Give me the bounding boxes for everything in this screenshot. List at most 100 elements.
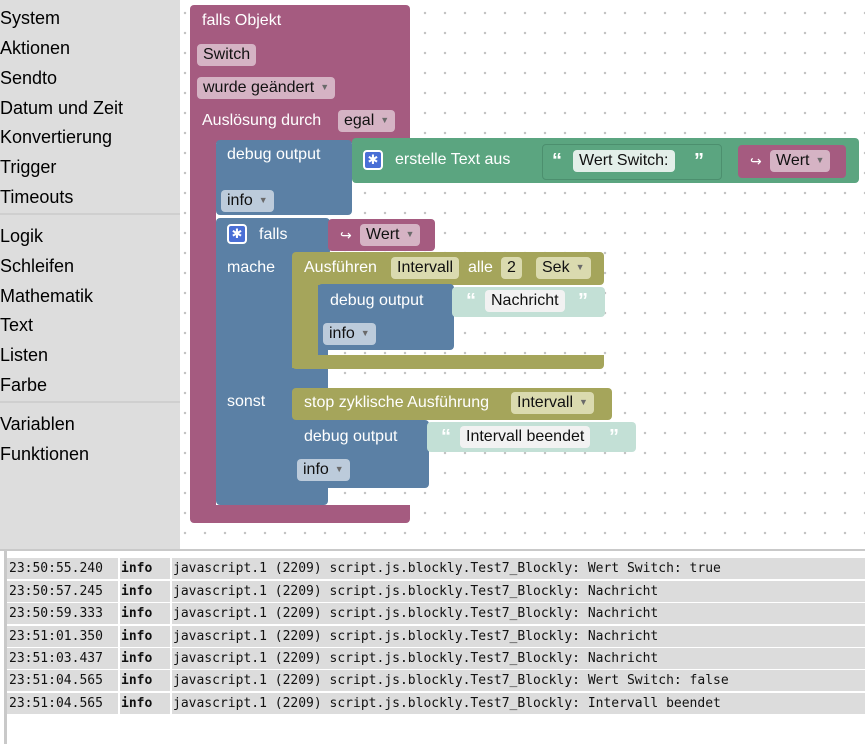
log-row: 23:50:57.245 info javascript.1 (2209) sc… (7, 581, 865, 602)
return-arrow-icon: ↪ (340, 227, 352, 243)
open-quote-icon: “ (466, 290, 476, 312)
condition-value: wurde geändert (203, 79, 315, 96)
log-level: info (121, 561, 153, 576)
chevron-down-icon: ▼ (575, 262, 585, 272)
trigger-by-value: egal (344, 112, 375, 129)
stop-interval-dropdown[interactable]: Intervall ▼ (511, 392, 594, 414)
toolbox-category-trigger[interactable]: Trigger (0, 157, 57, 177)
condition-dropdown[interactable]: wurde geändert ▼ (197, 77, 336, 99)
interval-unit-dropdown[interactable]: Sek ▼ (536, 257, 591, 279)
toolbox-category-text[interactable]: Text (0, 315, 34, 335)
log-message: javascript.1 (2209) script.js.blockly.Te… (173, 696, 721, 711)
debug-output-label-2: debug output (330, 292, 424, 309)
blockly-workspace[interactable]: falls Objekt Switch wurde geändert ▼ Ausl… (180, 0, 865, 549)
log-row: 23:51:04.565 info javascript.1 (2209) sc… (7, 693, 865, 714)
text-literal-field-3[interactable]: Intervall beendet (460, 426, 591, 448)
interval-block-footer (292, 355, 604, 369)
close-quote-icon: ” (694, 150, 704, 172)
toolbox-category-logic[interactable]: Logik (0, 226, 44, 246)
chevron-down-icon: ▼ (380, 115, 390, 125)
interval-name-field[interactable]: Intervall (391, 257, 460, 279)
interval-unit-value: Sek (542, 259, 570, 276)
stop-interval-value: Intervall (517, 394, 574, 411)
trigger-block-footer (190, 505, 410, 523)
toolbox-category-sendto[interactable]: Sendto (0, 68, 58, 88)
log-message: javascript.1 (2209) script.js.blockly.Te… (173, 561, 721, 576)
debug-level-dropdown-2[interactable]: info ▼ (323, 323, 376, 345)
log-row: 23:50:59.333 info javascript.1 (2209) sc… (7, 603, 865, 624)
close-quote-icon: ” (578, 290, 588, 312)
log-row: 23:50:55.240 info javascript.1 (2209) sc… (7, 558, 865, 579)
interval-label: Ausführen (304, 259, 377, 276)
gear-icon[interactable]: ✱ (363, 150, 383, 170)
toolbox-category-color[interactable]: Farbe (0, 375, 48, 395)
log-message: javascript.1 (2209) script.js.blockly.Te… (173, 673, 729, 688)
log-level: info (121, 651, 153, 666)
log-time: 23:50:59.333 (9, 606, 103, 621)
log-level: info (121, 696, 153, 711)
chevron-down-icon: ▼ (334, 464, 344, 474)
condition-value-dropdown[interactable]: Wert▼ (360, 224, 421, 246)
debug-output-label-1: debug output (227, 146, 321, 163)
log-message: javascript.1 (2209) script.js.blockly.Te… (173, 651, 659, 666)
toolbox-category-loops[interactable]: Schleifen (0, 256, 75, 276)
log-row: 23:51:03.437 info javascript.1 (2209) sc… (7, 648, 865, 669)
value-name-1: Wert (776, 152, 810, 169)
if-label: falls (259, 226, 288, 243)
debug-level-dropdown-1[interactable]: info ▼ (221, 190, 274, 212)
toolbox-category-system[interactable]: System (0, 8, 61, 28)
log-level: info (121, 629, 153, 644)
debug-level-dropdown-3[interactable]: info ▼ (297, 459, 350, 481)
toolbox-category-convert[interactable]: Konvertierung (0, 127, 113, 147)
toolbox-separator (0, 213, 180, 215)
chevron-down-icon: ▼ (815, 155, 825, 165)
toolbox-separator (0, 401, 180, 403)
trigger-by-label: Auslösung durch (202, 112, 322, 129)
toolbox-category-datetime[interactable]: Datum und Zeit (0, 98, 124, 118)
debug-level-value-3: info (303, 461, 329, 478)
log-time: 23:51:03.437 (9, 651, 103, 666)
interval-number-field[interactable]: 2 (501, 257, 522, 279)
text-literal-field-2[interactable]: Nachricht (485, 290, 565, 312)
log-level: info (121, 606, 153, 621)
log-time: 23:51:04.565 (9, 696, 103, 711)
toolbox-category-lists[interactable]: Listen (0, 345, 49, 365)
toolbox-category-variables[interactable]: Variablen (0, 414, 75, 434)
debug-level-value-1: info (227, 192, 253, 209)
open-quote-icon: “ (441, 426, 451, 448)
chevron-down-icon: ▼ (258, 195, 268, 205)
debug-output-label-3: debug output (304, 428, 398, 445)
chevron-down-icon: ▼ (360, 328, 370, 338)
blockly-toolbox: System Aktionen Sendto Datum und Zeit Ko… (0, 0, 180, 549)
object-field[interactable]: Switch (197, 44, 257, 66)
log-level: info (121, 673, 153, 688)
toolbox-category-actions[interactable]: Aktionen (0, 38, 71, 58)
trigger-by-dropdown[interactable]: egal ▼ (338, 110, 396, 132)
trigger-block-spine (190, 130, 216, 510)
condition-value-name: Wert (366, 226, 400, 243)
do-label: mache (227, 259, 276, 276)
debug-level-value-2: info (329, 325, 355, 342)
return-arrow-icon: ↪ (750, 153, 762, 169)
interval-block-spine (292, 280, 318, 368)
chevron-down-icon: ▼ (579, 397, 588, 407)
open-quote-icon: “ (552, 150, 562, 172)
interval-every-label: alle (468, 259, 493, 276)
gear-icon[interactable]: ✱ (227, 224, 247, 244)
log-row: 23:51:04.565 info javascript.1 (2209) sc… (7, 670, 865, 691)
text-literal-field[interactable]: Wert Switch: (573, 150, 675, 172)
trigger-title: falls Objekt (202, 12, 282, 29)
log-time: 23:51:04.565 (9, 673, 103, 688)
toolbox-category-functions[interactable]: Funktionen (0, 444, 90, 464)
stop-interval-label: stop zyklische Ausführung (304, 394, 489, 411)
log-level: info (121, 584, 153, 599)
log-pane-border (4, 551, 7, 744)
value-dropdown-1[interactable]: Wert ▼ (770, 150, 831, 172)
toolbox-category-math[interactable]: Mathematik (0, 286, 94, 306)
log-time: 23:50:57.245 (9, 584, 103, 599)
log-time: 23:51:01.350 (9, 629, 103, 644)
chevron-down-icon: ▼ (320, 82, 330, 92)
log-message: javascript.1 (2209) script.js.blockly.Te… (173, 584, 659, 599)
toolbox-category-timeouts[interactable]: Timeouts (0, 187, 74, 207)
log-pane: 23:50:55.240 info javascript.1 (2209) sc… (0, 549, 865, 744)
